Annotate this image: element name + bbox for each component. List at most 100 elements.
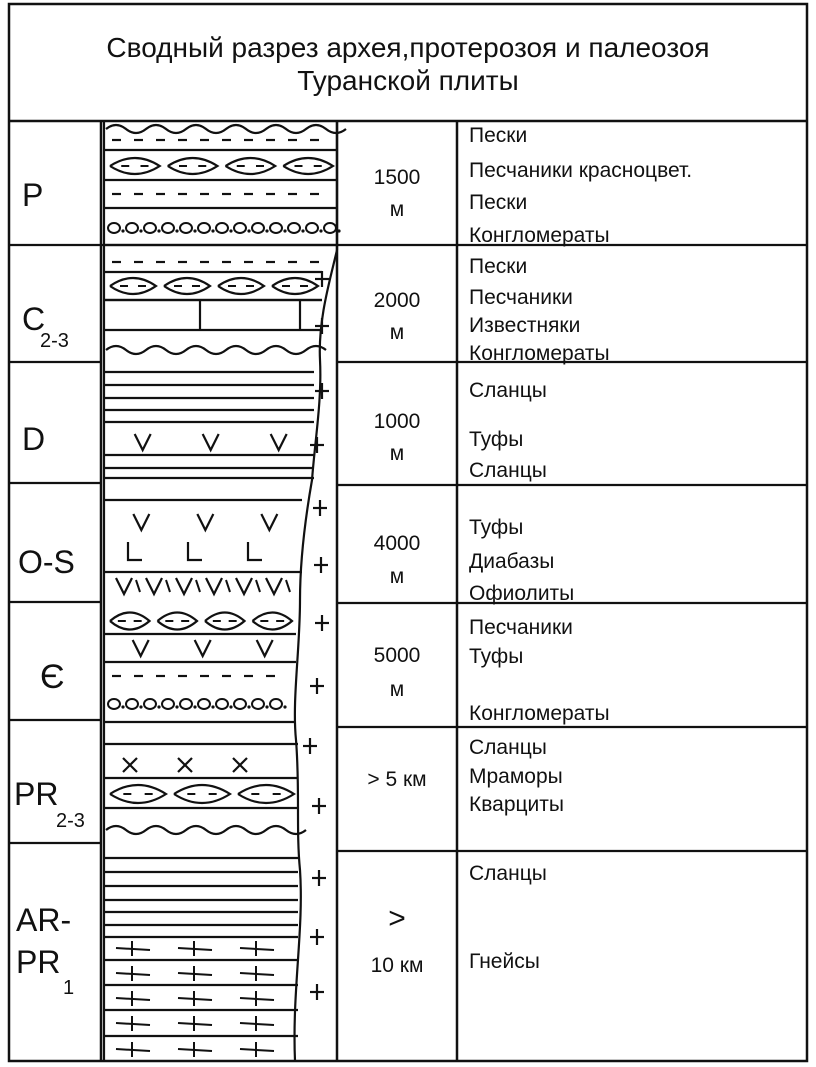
conglomerate-pebble [161,222,175,234]
conglomerate-dot [193,705,197,709]
tuff-mark [255,639,274,659]
conglomerate-pebble [233,698,247,710]
conglomerate-dot [319,229,323,233]
thickness-value: 1500 [374,166,421,189]
conglomerate-dot [121,229,125,233]
unit-boundaries [9,243,807,853]
conglomerate-dot [301,229,305,233]
thickness-unit: м [390,565,404,588]
conglomerate-dot [121,705,125,709]
rock-name: Сланцы [469,379,547,402]
conglomerate-pebble [233,222,247,234]
conglomerate-dot [193,229,197,233]
title-line-1: Сводный разрез архея,протерозоя и палеоз… [106,32,709,63]
conglomerate-pebble [251,698,265,710]
rocks-column: Пески Песчаники красноцвет. Пески Конгло… [469,124,692,973]
lithology-column [102,121,347,1062]
rock-name: Офиолиты [469,582,574,605]
conglomerate-pebble [179,698,193,710]
marble-cross [177,757,193,773]
sandstone-lens [173,783,233,805]
conglomerate-dot [211,705,215,709]
conglomerate-pebble [323,222,337,234]
thickness-unit: м [390,678,404,701]
ophiolite-mark [135,579,141,593]
thickness-unit: м [390,442,404,465]
conglomerate-dot [337,229,341,233]
conglomerate-dot [139,229,143,233]
ophiolite-mark [255,579,261,593]
age-label: C [22,301,45,337]
outer-frame [7,2,809,1063]
conglomerate-dot [283,705,287,709]
sandstone-lens [224,156,278,176]
diabase-mark [246,542,262,562]
sandstone-lens [109,276,158,296]
sandstone-lens [282,156,336,176]
sandstone-lens [167,156,220,176]
age-label: PR [16,944,60,980]
marble-cross [232,757,248,773]
unconformity-wave [105,824,307,836]
conglomerate-pebble [269,222,283,234]
rock-name: Конгломераты [469,224,610,247]
thickness-unit: м [390,321,404,344]
age-label: Є [40,658,64,696]
age-label: AR- [16,902,71,938]
thickness-value: > 5 км [367,768,426,791]
conglomerate-pebble [269,698,283,710]
conglomerate-dot [247,229,251,233]
conglomerate-pebble [161,698,175,710]
conglomerate-dot [229,229,233,233]
conglomerate-dot [211,229,215,233]
conglomerate-pebble [143,222,157,234]
rock-name: Гнейсы [469,950,540,973]
conglomerate-pebble [107,698,121,710]
thickness-value: 4000 [374,532,421,555]
conglomerate-dot [175,705,179,709]
diabase-mark [186,542,202,562]
sandstone-lens [217,276,266,296]
tuff-mark [269,433,288,453]
thickness-value: 2000 [374,289,421,312]
rock-name: Туфы [469,645,523,668]
conglomerate-pebble [251,222,265,234]
rock-name: Песчаники красноцвет. [469,159,692,182]
age-label: O-S [18,544,75,580]
unconformity-wave [105,344,327,356]
conglomerate-pebble [107,222,121,234]
sandstone-lens [156,611,199,631]
thickness-symbol: > [388,902,406,935]
conglomerate-pebble [179,222,193,234]
conglomerate-pebble [287,222,301,234]
ophiolite-mark [145,577,163,597]
rock-name: Песчаники [469,286,573,309]
tuff-mark [196,513,215,533]
conglomerate-dot [139,705,143,709]
rock-name: Сланцы [469,736,547,759]
sandstone-lens [251,611,294,631]
rock-name: Кварциты [469,793,564,816]
rock-name: Известняки [469,314,580,337]
conglomerate-pebble [143,698,157,710]
age-subscript: 2-3 [40,330,69,352]
ophiolite-mark [265,577,283,597]
rock-name: Песчаники [469,616,573,639]
conglomerate-pebble [215,222,229,234]
tuff-mark [133,433,152,453]
conglomerate-dot [229,705,233,709]
ophiolite-mark [235,577,253,597]
unconformity-wave [105,123,347,135]
conglomerate-pebble [197,222,211,234]
tuff-mark [131,639,150,659]
conglomerate-dot [157,705,161,709]
conglomerate-pebble [125,222,139,234]
rock-name: Конгломераты [469,342,610,365]
sandstone-lens [271,276,320,296]
tuff-mark [193,639,212,659]
ophiolite-mark [115,577,133,597]
rock-name: Сланцы [469,862,547,885]
conglomerate-pebble [197,698,211,710]
conglomerate-dot [283,229,287,233]
